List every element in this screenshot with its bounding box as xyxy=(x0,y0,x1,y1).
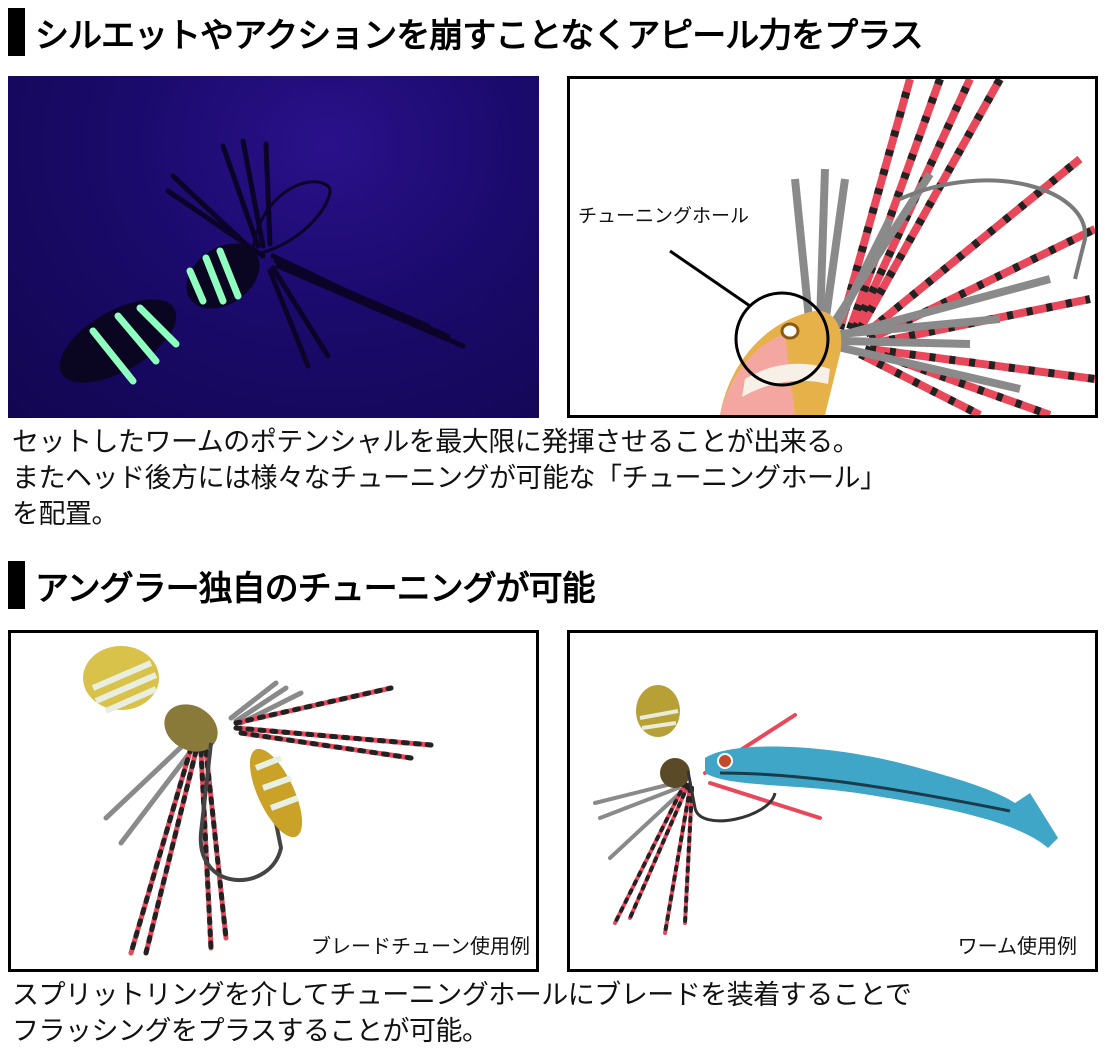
heading-accent-bar xyxy=(8,8,25,56)
blade-tune-illustration xyxy=(83,646,434,956)
blade-tune-caption: ブレードチューン使用例 xyxy=(311,934,530,958)
section2-description: スプリットリングを介してチューニングホールにブレードを装着することで フラッシン… xyxy=(12,978,912,1050)
tuning-hole-callout-label: チューニングホール xyxy=(578,205,750,227)
description-line: フラッシングをプラスすることが可能。 xyxy=(12,1016,489,1047)
worm-rig-caption: ワーム使用例 xyxy=(957,934,1077,958)
section-heading-tuning: アングラー独自のチューニングが可能 xyxy=(8,561,596,609)
description-line: スプリットリングを介してチューニングホールにブレードを装着することで xyxy=(12,980,912,1011)
section-heading-appeal: シルエットやアクションを崩すことなくアピール力をプラス xyxy=(8,8,924,56)
tuning-hole-photo: チューニングホール xyxy=(567,76,1098,418)
section-title: アングラー独自のチューニングが可能 xyxy=(35,568,596,609)
heading-accent-bar xyxy=(8,561,25,609)
worm-rig-illustration xyxy=(593,685,1058,935)
uv-lure-illustration xyxy=(59,138,466,385)
section1-description: セットしたワームのポテンシャルを最大限に発揮させることが出来る。 またヘッド後方… xyxy=(12,425,887,533)
description-line: を配置。 xyxy=(12,499,118,530)
blade-tune-photo: ブレードチューン使用例 xyxy=(8,630,539,972)
tuning-hole-illustration xyxy=(669,79,1095,415)
section-title: シルエットやアクションを崩すことなくアピール力をプラス xyxy=(35,15,924,56)
description-line: セットしたワームのポテンシャルを最大限に発揮させることが出来る。 xyxy=(12,427,860,458)
description-line: またヘッド後方には様々なチューニングが可能な「チューニングホール」 xyxy=(12,463,887,494)
worm-rig-photo: ワーム使用例 xyxy=(567,630,1098,972)
uv-lure-photo xyxy=(8,76,539,418)
